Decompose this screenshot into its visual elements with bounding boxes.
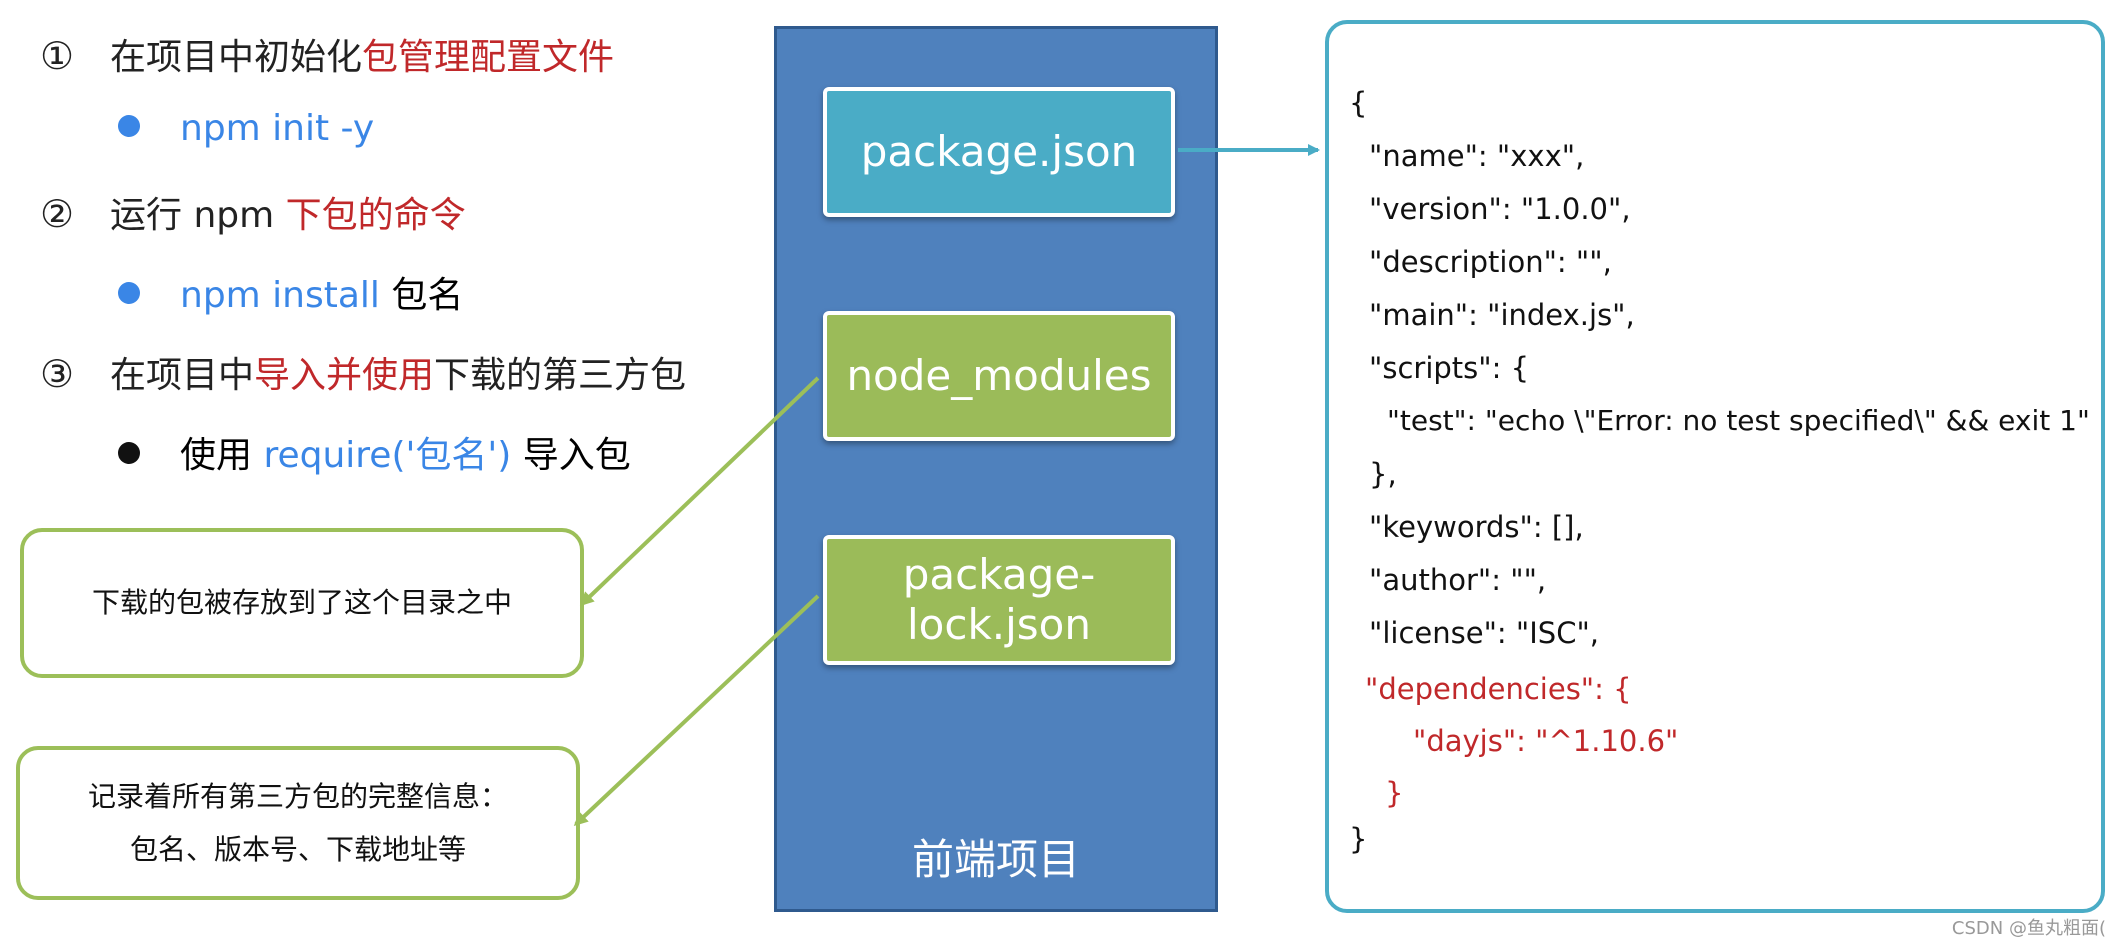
step-number: ③	[40, 352, 75, 396]
step-1: ① 在项目中初始化包管理配置文件	[40, 28, 614, 80]
step-3-bullet: 使用 require('包名') 导入包	[118, 426, 631, 478]
package-json-content-panel: { "name": "xxx", "version": "1.0.0", "de…	[1325, 20, 2105, 913]
code-line-closing-brace: }	[1385, 776, 1404, 810]
code-line: "version": "1.0.0",	[1369, 192, 1631, 226]
node-modules-callout: 下载的包被存放到了这个目录之中	[20, 528, 584, 678]
file-label-block: package- lock.json	[903, 550, 1095, 651]
file-label: package.json	[860, 126, 1138, 176]
code-line-dayjs: "dayjs": "^1.10.6"	[1413, 724, 1679, 758]
code-line: "keywords": [],	[1369, 510, 1584, 544]
bullet-dot-icon	[118, 282, 140, 304]
bullet-dot-icon	[118, 115, 140, 137]
package-lock-json-box: package- lock.json	[823, 535, 1175, 665]
bullet-text: 使用	[180, 435, 264, 476]
code-line: "scripts": {	[1369, 351, 1530, 385]
step-number: ②	[40, 192, 75, 236]
bullet-command: npm init -y	[180, 108, 375, 149]
lock-file-callout: 记录着所有第三方包的完整信息： 包名、版本号、下载地址等	[16, 746, 580, 900]
bullet-command: require('包名')	[263, 435, 512, 476]
code-line: "main": "index.js",	[1369, 298, 1635, 332]
code-line-dependencies: "dependencies": {	[1365, 672, 1632, 706]
bullet-command: npm install	[180, 275, 380, 316]
project-title: 前端项目	[911, 835, 1080, 884]
callout-text: 下载的包被存放到了这个目录之中	[91, 586, 512, 620]
step-text: 在项目中	[110, 355, 255, 396]
code-line: "test": "echo \"Error: no test specified…	[1387, 404, 2090, 437]
bullet-text-tail: 导入包	[511, 435, 631, 476]
step-highlight: 导入并使用	[254, 355, 435, 396]
callout-line-1: 记录着所有第三方包的完整信息：	[87, 779, 508, 813]
node-modules-arrow	[579, 376, 820, 607]
code-line: "author": "",	[1369, 563, 1547, 597]
code-line: "description": "",	[1369, 245, 1612, 279]
bullet-text: 包名	[379, 275, 464, 316]
node-modules-box: node_modules	[823, 311, 1175, 441]
step-3: ③ 在项目中导入并使用下载的第三方包	[40, 346, 686, 398]
step-text-tail: 下载的第三方包	[434, 355, 687, 396]
callout-line-2: 包名、版本号、下载地址等	[129, 833, 466, 866]
code-line: "name": "xxx",	[1369, 139, 1585, 173]
file-label-line-2: lock.json	[907, 600, 1091, 649]
step-text: 在项目中初始化	[110, 37, 363, 78]
step-number: ①	[40, 34, 75, 78]
step-2: ② 运行 npm 下包的命令	[40, 186, 466, 238]
step-1-bullet: npm init -y	[118, 108, 374, 149]
step-2-bullet: npm install 包名	[118, 266, 463, 318]
code-line: }	[1349, 822, 1368, 856]
file-label: node_modules	[846, 350, 1152, 400]
callout-text-block: 记录着所有第三方包的完整信息： 包名、版本号、下载地址等	[88, 770, 508, 876]
frontend-project-panel: package.json node_modules package- lock.…	[774, 26, 1218, 912]
step-text: 运行 npm	[110, 195, 286, 236]
bullet-dot-icon	[118, 442, 140, 464]
package-lock-arrow	[573, 594, 820, 827]
code-line: "license": "ISC",	[1369, 616, 1600, 650]
code-line: {	[1349, 86, 1368, 120]
file-label-line-1: package-	[902, 549, 1096, 599]
package-json-box: package.json	[823, 87, 1175, 217]
step-highlight: 下包的命令	[285, 195, 466, 236]
step-highlight: 包管理配置文件	[362, 37, 615, 78]
code-line: },	[1369, 457, 1397, 491]
watermark: CSDN @鱼丸粗面(	[1951, 918, 2106, 939]
